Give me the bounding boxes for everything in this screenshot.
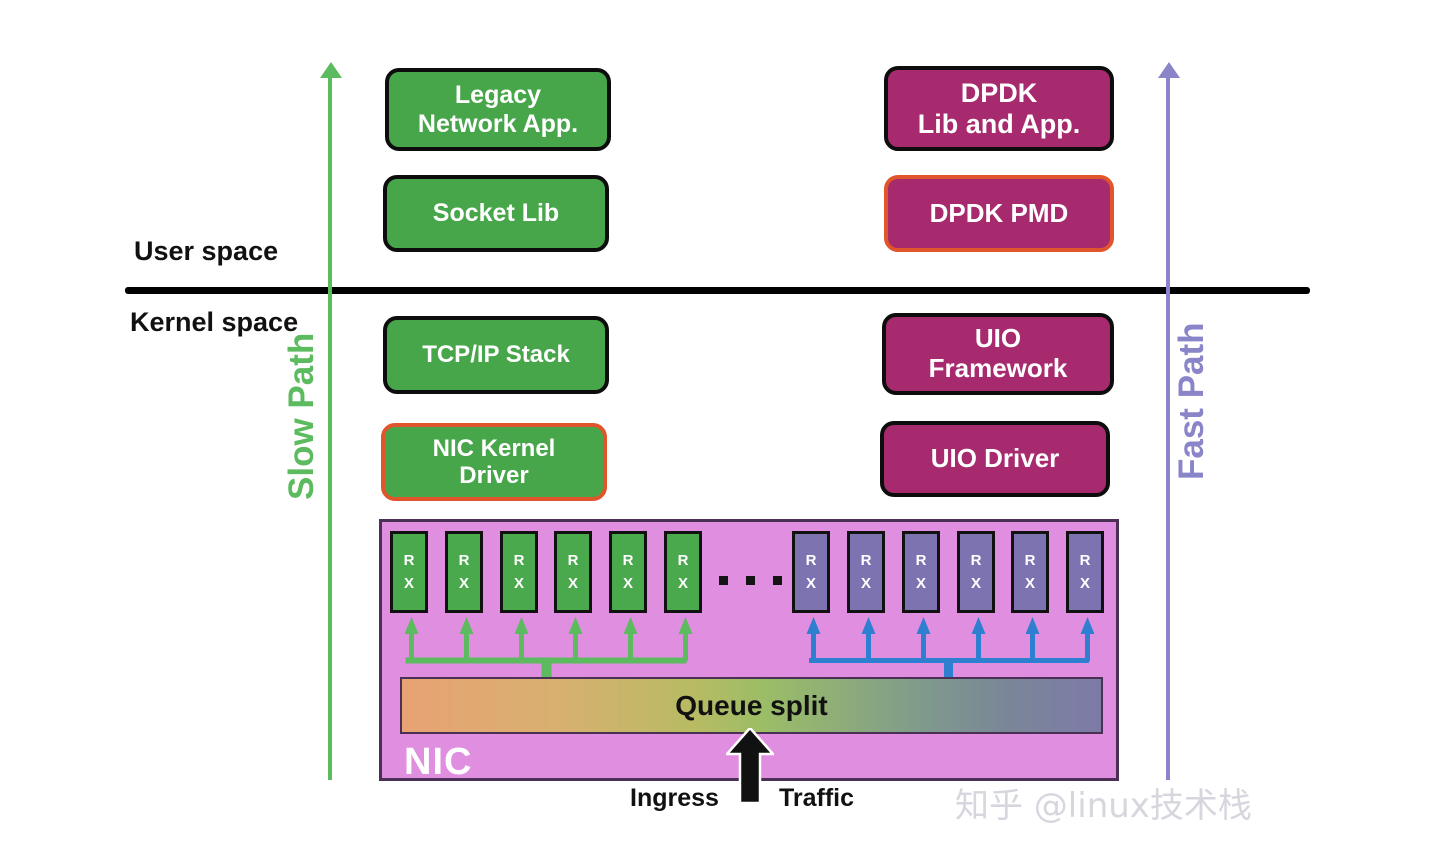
box-legacy-network-app[interactable]: Legacy Network App.: [385, 68, 611, 151]
user-space-label: User space: [134, 236, 279, 266]
ingress-traffic-arrow-icon: [726, 728, 774, 803]
fast-path-arrow-line: [1166, 75, 1170, 780]
box-nic-kernel-driver[interactable]: NIC Kernel Driver: [381, 423, 607, 501]
user-kernel-divider: [125, 287, 1310, 294]
rx-queue-green-5[interactable]: R X: [609, 531, 647, 613]
queue-split-bar[interactable]: Queue split: [400, 677, 1103, 734]
rx-label-x: X: [458, 575, 469, 592]
box-dpdk-lib-and-app[interactable]: DPDK Lib and App.: [884, 66, 1114, 151]
kernel-space-label: Kernel space: [130, 307, 299, 337]
box-uio-driver-line1: UIO Driver: [930, 443, 1060, 474]
rx-label-x: X: [403, 575, 414, 592]
rx-label-r: R: [677, 551, 689, 569]
rx-label-r: R: [458, 551, 470, 569]
rx-queue-purple-3[interactable]: R X: [902, 531, 940, 613]
box-uio-framework[interactable]: UIO Framework: [882, 313, 1114, 395]
rx-queue-purple-2[interactable]: R X: [847, 531, 885, 613]
box-dpdk-pmd-line1: DPDK PMD: [929, 197, 1069, 228]
slow-path-arrow-head: [320, 62, 342, 78]
box-dpdk-pmd[interactable]: DPDK PMD: [884, 175, 1114, 252]
rx-queue-purple-4[interactable]: R X: [957, 531, 995, 613]
ingress-label: Ingress: [630, 784, 719, 812]
box-legacy-network-app-line2: Network App.: [417, 109, 579, 138]
rx-label-x: X: [915, 575, 926, 592]
rx-label-r: R: [860, 551, 872, 569]
box-tcp-ip-stack-line1: TCP/IP Stack: [422, 341, 570, 369]
rx-queue-ellipsis: [719, 576, 782, 585]
rx-label-x: X: [513, 575, 524, 592]
box-uio-driver[interactable]: UIO Driver: [880, 421, 1110, 497]
box-nic-kernel-driver-line2: Driver: [459, 462, 529, 489]
rx-label-r: R: [1079, 551, 1091, 569]
rx-label-r: R: [622, 551, 634, 569]
queue-feed-arrows: [404, 617, 1095, 704]
rx-label-x: X: [860, 575, 871, 592]
rx-queue-purple-6[interactable]: R X: [1066, 531, 1104, 613]
rx-label-r: R: [915, 551, 927, 569]
rx-label-x: X: [1079, 575, 1090, 592]
nic-label: NIC: [404, 741, 473, 783]
rx-label-r: R: [805, 551, 817, 569]
box-dpdk-lib-and-app-line1: DPDK: [960, 77, 1038, 108]
traffic-label: Traffic: [779, 784, 855, 812]
slow-path-arrow-line: [328, 75, 332, 780]
fast-path-arrow-head: [1158, 62, 1180, 78]
rx-label-x: X: [970, 575, 981, 592]
box-dpdk-lib-and-app-line2: Lib and App.: [917, 108, 1081, 139]
slow-path-label: Slow Path: [282, 332, 321, 500]
rx-queue-green-6[interactable]: R X: [664, 531, 702, 613]
box-uio-framework-line1: UIO: [974, 323, 1022, 354]
box-tcp-ip-stack[interactable]: TCP/IP Stack: [383, 316, 609, 394]
rx-label-r: R: [1024, 551, 1036, 569]
queue-split-label: Queue split: [675, 689, 828, 721]
box-socket-lib-line1: Socket Lib: [432, 199, 560, 228]
rx-label-x: X: [622, 575, 633, 592]
box-nic-kernel-driver-line1: NIC Kernel: [432, 434, 556, 462]
watermark: 知乎 @linux技术栈: [955, 786, 1252, 826]
rx-queue-green-1[interactable]: R X: [390, 531, 428, 613]
rx-label-r: R: [513, 551, 525, 569]
rx-queue-purple-1[interactable]: R X: [792, 531, 830, 613]
box-socket-lib[interactable]: Socket Lib: [383, 175, 609, 252]
rx-label-r: R: [567, 551, 579, 569]
rx-queue-green-4[interactable]: R X: [554, 531, 592, 613]
rx-label-r: R: [970, 551, 982, 569]
box-legacy-network-app-line1: Legacy: [454, 81, 542, 109]
rx-queue-green-3[interactable]: R X: [500, 531, 538, 613]
rx-label-x: X: [567, 575, 578, 592]
box-uio-framework-line2: Framework: [928, 353, 1068, 383]
rx-label-r: R: [403, 551, 415, 569]
rx-label-x: X: [805, 575, 816, 592]
fast-path-label: Fast Path: [1172, 322, 1211, 480]
rx-label-x: X: [1024, 575, 1035, 592]
rx-queue-green-2[interactable]: R X: [445, 531, 483, 613]
rx-label-x: X: [677, 575, 688, 592]
rx-queue-purple-5[interactable]: R X: [1011, 531, 1049, 613]
